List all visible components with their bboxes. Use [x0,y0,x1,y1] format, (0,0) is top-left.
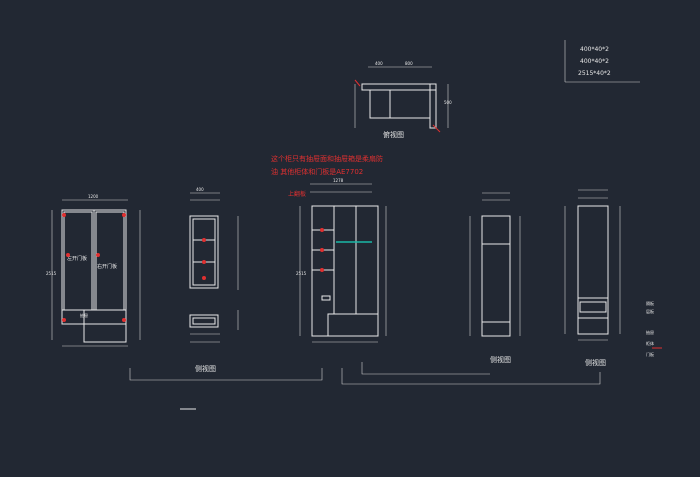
side-dim-w: 400 [196,187,204,192]
top-view: 400 800 500 俯视图 [354,61,452,139]
legend-item-3: 抽屉 [646,329,654,335]
front-dim-h: 2515 [46,271,57,276]
front-dim-w: 1200 [88,194,99,199]
drawer-label: 抽屉 [80,312,88,318]
shelf-label: 上翻板 [288,190,306,198]
side-view-title-right: 侧视图 [585,358,606,367]
header-note-3: 2515*40*2 [578,70,611,77]
right-door-label: 右开门板 [97,263,117,270]
header-notes: 400*40*2 400*40*2 2515*40*2 [564,40,640,83]
left-door-label: 左开门板 [67,255,87,262]
front-elevation: 1200 2515 左开门板 右开门板 抽屉 [46,194,141,347]
mid-dim-w: 1278 [333,178,344,183]
legend-item-4: 柜体 [646,340,654,346]
side-section: 400 侧视图 [189,187,239,373]
top-dim-w1: 400 [375,61,383,66]
middle-elevation: 上翻板 1278 2515 [288,178,387,343]
legend-item-2: 层板 [646,308,654,314]
legend: 隔板 层板 抽屉 柜体 门板 [646,300,662,357]
legend-item-5: 门板 [646,351,654,357]
side-view-2: 侧视图 [564,189,621,367]
mid-dim-h: 2515 [296,271,307,276]
side-view-title-left: 侧视图 [195,364,216,373]
note-line-1: 这个柜只有抽屉面和抽屉箱是柔扇防 [271,154,383,163]
header-note-2: 400*40*2 [580,58,609,65]
header-note-1: 400*40*2 [580,46,609,53]
top-view-title: 俯视图 [383,130,404,139]
legend-item-1: 隔板 [646,300,654,306]
side-view-1: 侧视图 [469,192,521,364]
top-dim-h: 500 [444,100,452,105]
connector-lines [129,362,601,410]
note-line-2: 油 其他柜体和门板是AE7702 [271,167,363,176]
top-dim-w2: 800 [405,61,413,66]
side-view-title-mid: 侧视图 [490,355,511,364]
notes: 这个柜只有抽屉面和抽屉箱是柔扇防 油 其他柜体和门板是AE7702 [271,154,383,176]
